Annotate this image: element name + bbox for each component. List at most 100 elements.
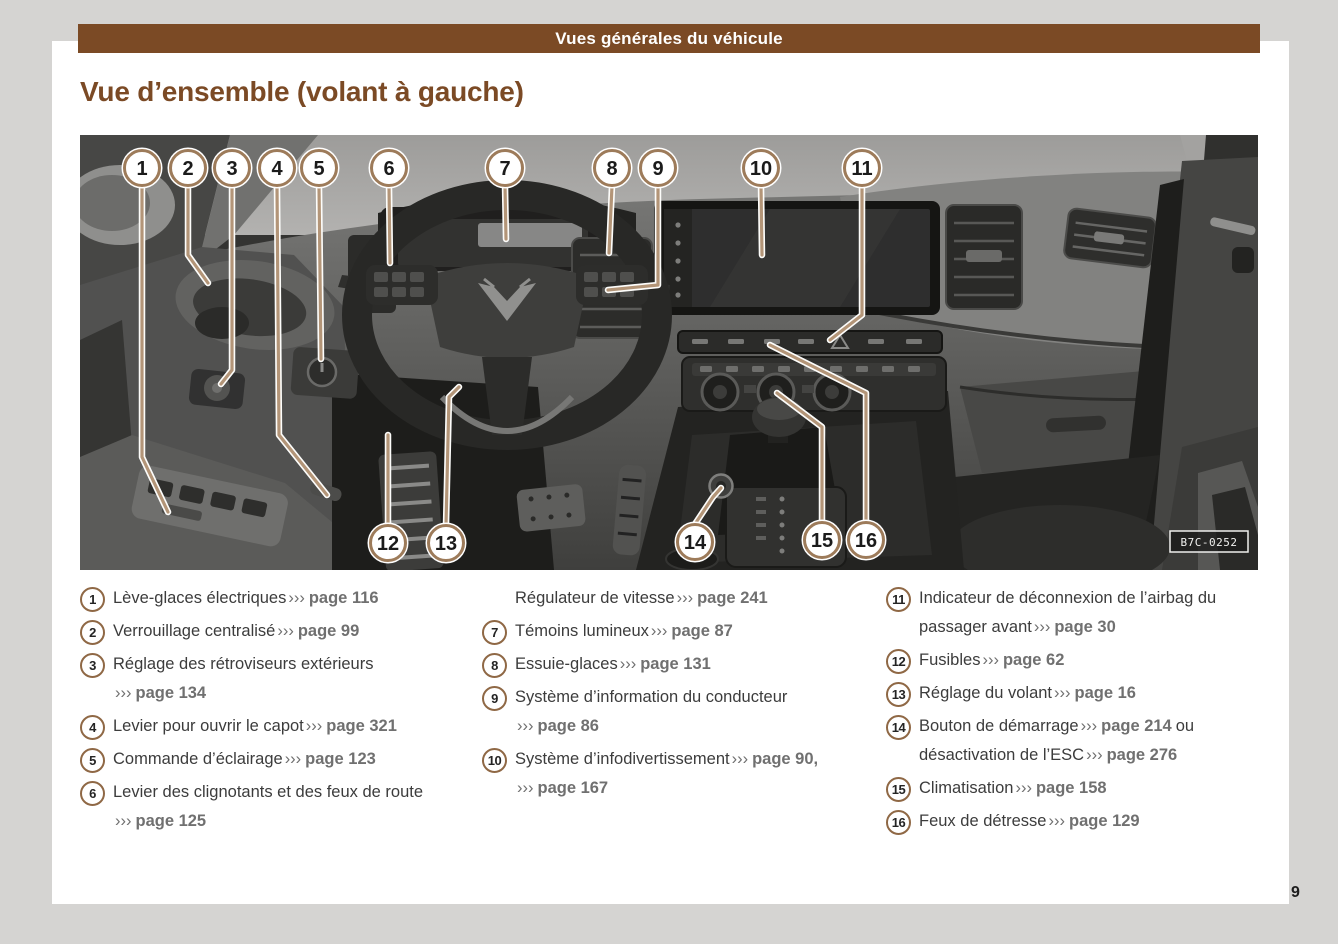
- legend-column-2: Régulateur de vitesse›››page 241 7 Témoi…: [482, 584, 838, 807]
- cross-reference-chevrons: ›››: [517, 779, 534, 797]
- cross-reference-chevrons: ›››: [982, 651, 999, 669]
- headlight-switch: [290, 347, 360, 399]
- page-title: Vue d’ensemble (volant à gauche): [80, 76, 524, 107]
- callout-16: 16: [845, 519, 887, 561]
- passenger-seat-area: [930, 455, 1170, 570]
- svg-text:1: 1: [136, 158, 147, 180]
- figure-code-tag: B7C-0252: [1169, 530, 1249, 553]
- callout-13: 13: [425, 522, 467, 564]
- legend-column-3: 11 Indicateur de déconnexion de l’airbag…: [886, 584, 1254, 840]
- legend-item-number: 5: [80, 748, 105, 773]
- callout-3: 3: [211, 147, 253, 189]
- legend-item-number-placeholder: [482, 587, 507, 612]
- legend-item-number: 6: [80, 781, 105, 806]
- cross-reference-chevrons: ›››: [1015, 779, 1032, 797]
- page-reference: page 62: [1002, 651, 1065, 669]
- legend-item-text: Système d’infodivertissement›››page 90,›…: [515, 750, 819, 797]
- page-reference: page 90,: [752, 750, 819, 768]
- legend-item-number: 12: [886, 649, 911, 674]
- legend-item-text: Réglage du volant›››page 16: [919, 684, 1136, 702]
- legend-item-number: 1: [80, 587, 105, 612]
- legend-item-text: Système d’information du conducteur›››pa…: [515, 688, 788, 735]
- legend-item-9: 9 Système d’information du conducteur›››…: [482, 683, 838, 741]
- legend-item-text: Commande d’éclairage›››page 123: [113, 750, 376, 768]
- leader-line-11: [828, 184, 864, 342]
- legend-item-number: 10: [482, 748, 507, 773]
- cupra-logo: [478, 283, 536, 321]
- svg-text:3: 3: [226, 158, 237, 180]
- legend-item-number: 9: [482, 686, 507, 711]
- callout-6: 6: [368, 147, 410, 189]
- leader-line-7: [503, 184, 508, 241]
- leader-line-4: [275, 184, 329, 497]
- legend-item-number: 14: [886, 715, 911, 740]
- leader-line-9: [606, 184, 660, 292]
- legend-item-text: Climatisation›››page 158: [919, 779, 1107, 797]
- cross-reference-chevrons: ›››: [1054, 684, 1071, 702]
- legend-item-text: Fusibles›››page 62: [919, 651, 1065, 669]
- passenger-air-vent: [1063, 207, 1157, 269]
- hazard-light-icon: [830, 333, 850, 349]
- legend-item-text: Lève-glaces électriques›››page 116: [113, 589, 379, 607]
- page-reference: page 158: [1035, 779, 1107, 797]
- legend-item-15: 15 Climatisation›››page 158: [886, 774, 1254, 803]
- cross-reference-chevrons: ›››: [517, 717, 534, 735]
- legend-item-2: 2 Verrouillage centralisé›››page 99: [80, 617, 456, 646]
- legend-item-number: 13: [886, 682, 911, 707]
- legend-item-text: Indicateur de déconnexion de l’airbag du…: [919, 589, 1217, 636]
- legend-item-text: Feux de détresse›››page 129: [919, 812, 1140, 830]
- legend-item-10: 10 Système d’infodivertissement›››page 9…: [482, 745, 838, 803]
- leader-line-14: [693, 486, 723, 526]
- legend-item-text: Verrouillage centralisé›››page 99: [113, 622, 360, 640]
- leader-line-3: [219, 184, 234, 386]
- callout-5: 5: [298, 147, 340, 189]
- cross-reference-chevrons: ›››: [1048, 812, 1065, 830]
- svg-text:6: 6: [383, 158, 394, 180]
- page-reference: page 123: [305, 750, 376, 768]
- cross-reference-chevrons: ›››: [1080, 717, 1098, 735]
- left-door-panel: [80, 247, 350, 570]
- legend-item-text: Essuie-glaces›››page 131: [515, 655, 711, 673]
- svg-text:7: 7: [499, 158, 510, 180]
- legend-item-number: 16: [886, 810, 911, 835]
- legend-item-number: 3: [80, 653, 105, 678]
- door-trim-strip: [1210, 217, 1256, 235]
- legend-item-number: 15: [886, 777, 911, 802]
- cross-reference-chevrons: ›››: [650, 622, 668, 640]
- dashboard-figure: B7C-0252 1 2: [80, 135, 1258, 570]
- svg-text:14: 14: [684, 532, 707, 554]
- page-number: 9: [1291, 884, 1300, 901]
- legend-item-number: 7: [482, 620, 507, 645]
- svg-text:13: 13: [435, 533, 457, 555]
- callout-4: 4: [256, 147, 298, 189]
- leader-line-13: [444, 385, 461, 527]
- svg-text:10: 10: [750, 158, 772, 180]
- svg-text:8: 8: [606, 158, 617, 180]
- cross-reference-chevrons: ›››: [115, 684, 132, 702]
- legend-item-number: 2: [80, 620, 105, 645]
- callout-7: 7: [484, 147, 526, 189]
- legend-item-text: Témoins lumineux›››page 87: [515, 622, 733, 640]
- page-reference: page 16: [1074, 684, 1136, 702]
- callout-11: 11: [841, 147, 883, 189]
- chapter-title: Vues générales du véhicule: [555, 28, 783, 48]
- legend-item-5: 5 Commande d’éclairage›››page 123: [80, 745, 456, 774]
- legend-item-8: 8 Essuie-glaces›››page 131: [482, 650, 838, 679]
- legend-item-12: 12 Fusibles›››page 62: [886, 646, 1254, 675]
- cross-reference-chevrons: ›››: [284, 750, 302, 768]
- legend-column-1: 1 Lève-glaces électriques›››page 116 2 V…: [80, 584, 456, 840]
- legend-item-13: 13 Réglage du volant›››page 16: [886, 679, 1254, 708]
- chapter-header-bar: Vues générales du véhicule: [78, 24, 1260, 53]
- legend-item-11: 11 Indicateur de déconnexion de l’airbag…: [886, 584, 1254, 642]
- page-reference: page 99: [297, 622, 360, 640]
- page-reference: page 116: [308, 589, 379, 607]
- page-reference: page 87: [671, 622, 733, 640]
- svg-text:4: 4: [271, 158, 283, 180]
- cross-reference-chevrons: ›››: [1086, 746, 1103, 764]
- leader-line-1: [140, 184, 170, 514]
- svg-text:15: 15: [811, 530, 833, 552]
- cross-reference-chevrons: ›››: [731, 750, 749, 768]
- callout-8: 8: [591, 147, 633, 189]
- leader-line-5: [317, 184, 323, 361]
